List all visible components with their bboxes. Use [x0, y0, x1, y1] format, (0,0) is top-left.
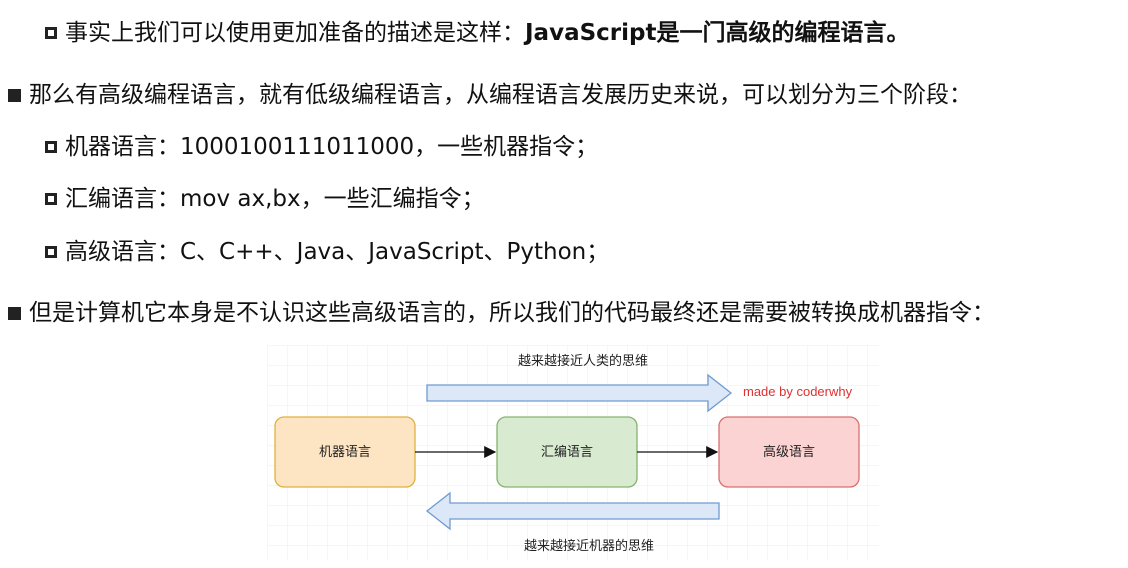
high-level-language-label: 高级语言 [763, 444, 815, 459]
subpoint-assembly-language: 汇编语言：mov ax,bx，一些汇编指令； [45, 184, 485, 214]
hollow-square-bullet-icon [45, 27, 57, 39]
point-conversion: 但是计算机它本身是不认识这些高级语言的，所以我们的代码最终还是需要被转换成机器指… [8, 298, 995, 328]
subpoint-machine-language: 机器语言：1000100111011000，一些机器指令； [45, 132, 598, 162]
watermark-label: made by coderwhy [743, 384, 853, 399]
subpoint-description-bold: JavaScript是一门高级的编程语言。 [525, 20, 910, 46]
top-arrow-label: 越来越接近人类的思维 [518, 353, 648, 368]
hollow-square-bullet-icon [45, 246, 57, 258]
subpoint-high-level-language-text: 高级语言：C、C++、Java、JavaScript、Python； [65, 239, 610, 265]
subpoint-description: 事实上我们可以使用更加准备的描述是这样： JavaScript是一门高级的编程语… [45, 18, 909, 48]
hollow-square-bullet-icon [45, 141, 57, 153]
diagram-canvas: 越来越接近人类的思维 made by coderwhy 机器语言 汇编语言 高级… [267, 345, 879, 560]
subpoint-description-text: 事实上我们可以使用更加准备的描述是这样： [65, 20, 525, 46]
high-level-language-box [718, 416, 860, 488]
subpoint-machine-language-text: 机器语言：1000100111011000，一些机器指令； [65, 134, 599, 160]
point-language-levels: 那么有高级编程语言，就有低级编程语言，从编程语言发展历史来说，可以划分为三个阶段… [8, 80, 972, 110]
machine-language-label: 机器语言 [319, 444, 371, 459]
subpoint-assembly-language-text: 汇编语言：mov ax,bx，一些汇编指令； [65, 186, 485, 212]
right-arrow-icon [426, 373, 733, 413]
filled-square-bullet-icon [8, 306, 21, 320]
hollow-square-bullet-icon [45, 193, 57, 205]
subpoint-high-level-language: 高级语言：C、C++、Java、JavaScript、Python； [45, 237, 609, 267]
assembly-language-label: 汇编语言 [541, 444, 593, 459]
point-language-levels-text: 那么有高级编程语言，就有低级编程语言，从编程语言发展历史来说，可以划分为三个阶段… [29, 82, 972, 108]
bottom-arrow-label: 越来越接近机器的思维 [524, 538, 654, 553]
point-conversion-text: 但是计算机它本身是不认识这些高级语言的，所以我们的代码最终还是需要被转换成机器指… [29, 300, 995, 326]
left-arrow-icon [425, 491, 720, 531]
filled-square-bullet-icon [8, 88, 21, 102]
language-level-diagram: 越来越接近人类的思维 made by coderwhy 机器语言 汇编语言 高级… [267, 345, 879, 560]
